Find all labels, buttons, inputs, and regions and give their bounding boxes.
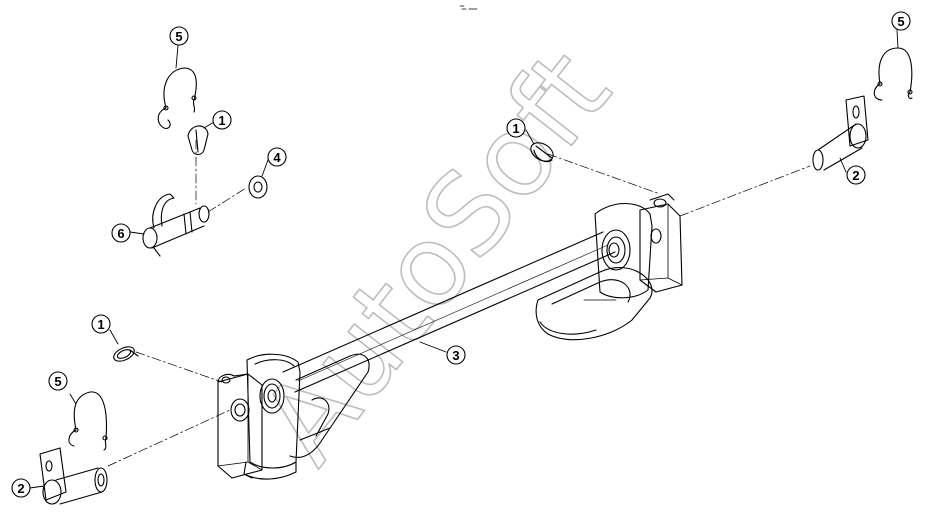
callout-2-bottom-left: 2	[11, 478, 31, 498]
cotter-left	[113, 346, 139, 362]
axle-shaft	[282, 231, 616, 393]
svg-text:4: 4	[273, 150, 281, 165]
svg-text:2: 2	[17, 481, 24, 496]
callout-1-top-left: 1	[212, 110, 232, 130]
svg-text:5: 5	[54, 374, 61, 389]
watermark: AutoSoft	[237, 28, 636, 487]
callout-2-right: 2	[846, 165, 866, 185]
pin-right	[812, 95, 869, 171]
callout-1-center: 1	[506, 118, 526, 138]
callout-5-top-right: 5	[891, 11, 911, 31]
callout-5-top-left: 5	[169, 26, 189, 46]
handle-pin	[142, 193, 210, 257]
svg-text:3: 3	[452, 348, 459, 363]
svg-text:6: 6	[117, 226, 124, 241]
clip-top-right	[873, 47, 913, 101]
svg-text:2: 2	[852, 168, 859, 183]
washer	[248, 175, 268, 199]
cotter-center	[530, 142, 554, 163]
left-axle-bracket	[217, 353, 370, 480]
cotter-top-left	[187, 125, 209, 156]
svg-text:1: 1	[512, 121, 519, 136]
assembly-centerlines	[107, 139, 811, 467]
svg-text:1: 1	[218, 113, 225, 128]
pin-bottom-left	[39, 447, 108, 505]
callout-1-left: 1	[91, 314, 111, 334]
clip-top-left	[157, 67, 197, 129]
callout-5-bottom-left: 5	[48, 371, 68, 391]
svg-text:5: 5	[897, 14, 904, 29]
top-mark	[459, 5, 478, 10]
callout-6: 6	[111, 223, 131, 243]
callout-4: 4	[267, 147, 287, 167]
clip-bottom-left	[68, 391, 108, 451]
callout-3: 3	[446, 345, 466, 365]
svg-text:5: 5	[175, 29, 182, 44]
callout-leaders	[29, 29, 899, 489]
right-axle-bracket	[535, 193, 683, 341]
svg-text:1: 1	[97, 317, 104, 332]
